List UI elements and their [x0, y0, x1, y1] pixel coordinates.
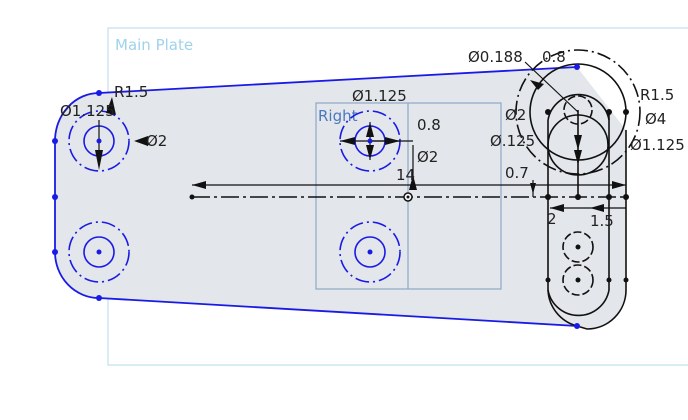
dim-top-dia-b[interactable]: Ø.125 [490, 132, 535, 150]
dim-mid-offset[interactable]: 0.8 [417, 116, 441, 134]
dim-top-offset[interactable]: 0.8 [542, 48, 566, 66]
dim-left-outer-dia[interactable]: Ø2 [146, 132, 167, 150]
dim-left-hole-dia[interactable]: Ø1.125 [60, 102, 115, 120]
dim-span[interactable]: 14 [396, 166, 415, 184]
dim-top-radius[interactable]: R1.5 [640, 86, 674, 104]
arrowheads [95, 80, 626, 212]
sketch-points[interactable] [52, 64, 629, 329]
plate-face[interactable] [54, 67, 626, 329]
dim-top-small-dia[interactable]: Ø0.188 [468, 48, 523, 66]
dim-top-hole-dia[interactable]: Ø1.125 [630, 136, 685, 154]
dim-mid-outer-dia[interactable]: Ø2 [417, 148, 438, 166]
dim-left-radius[interactable]: R1.5 [114, 83, 148, 101]
dim-top-outer-dia[interactable]: Ø4 [645, 110, 666, 128]
right-plane-label: Right [318, 107, 358, 125]
dim-slot-a[interactable]: 2 [547, 210, 557, 228]
dim-slot-b[interactable]: 1.5 [590, 212, 614, 230]
dim-top-dia-a[interactable]: Ø2 [505, 106, 526, 124]
main-plate-plane-label: Main Plate [115, 36, 193, 54]
dim-vert-offset[interactable]: 0.7 [505, 164, 529, 182]
dim-mid-hole-dia[interactable]: Ø1.125 [352, 87, 407, 105]
